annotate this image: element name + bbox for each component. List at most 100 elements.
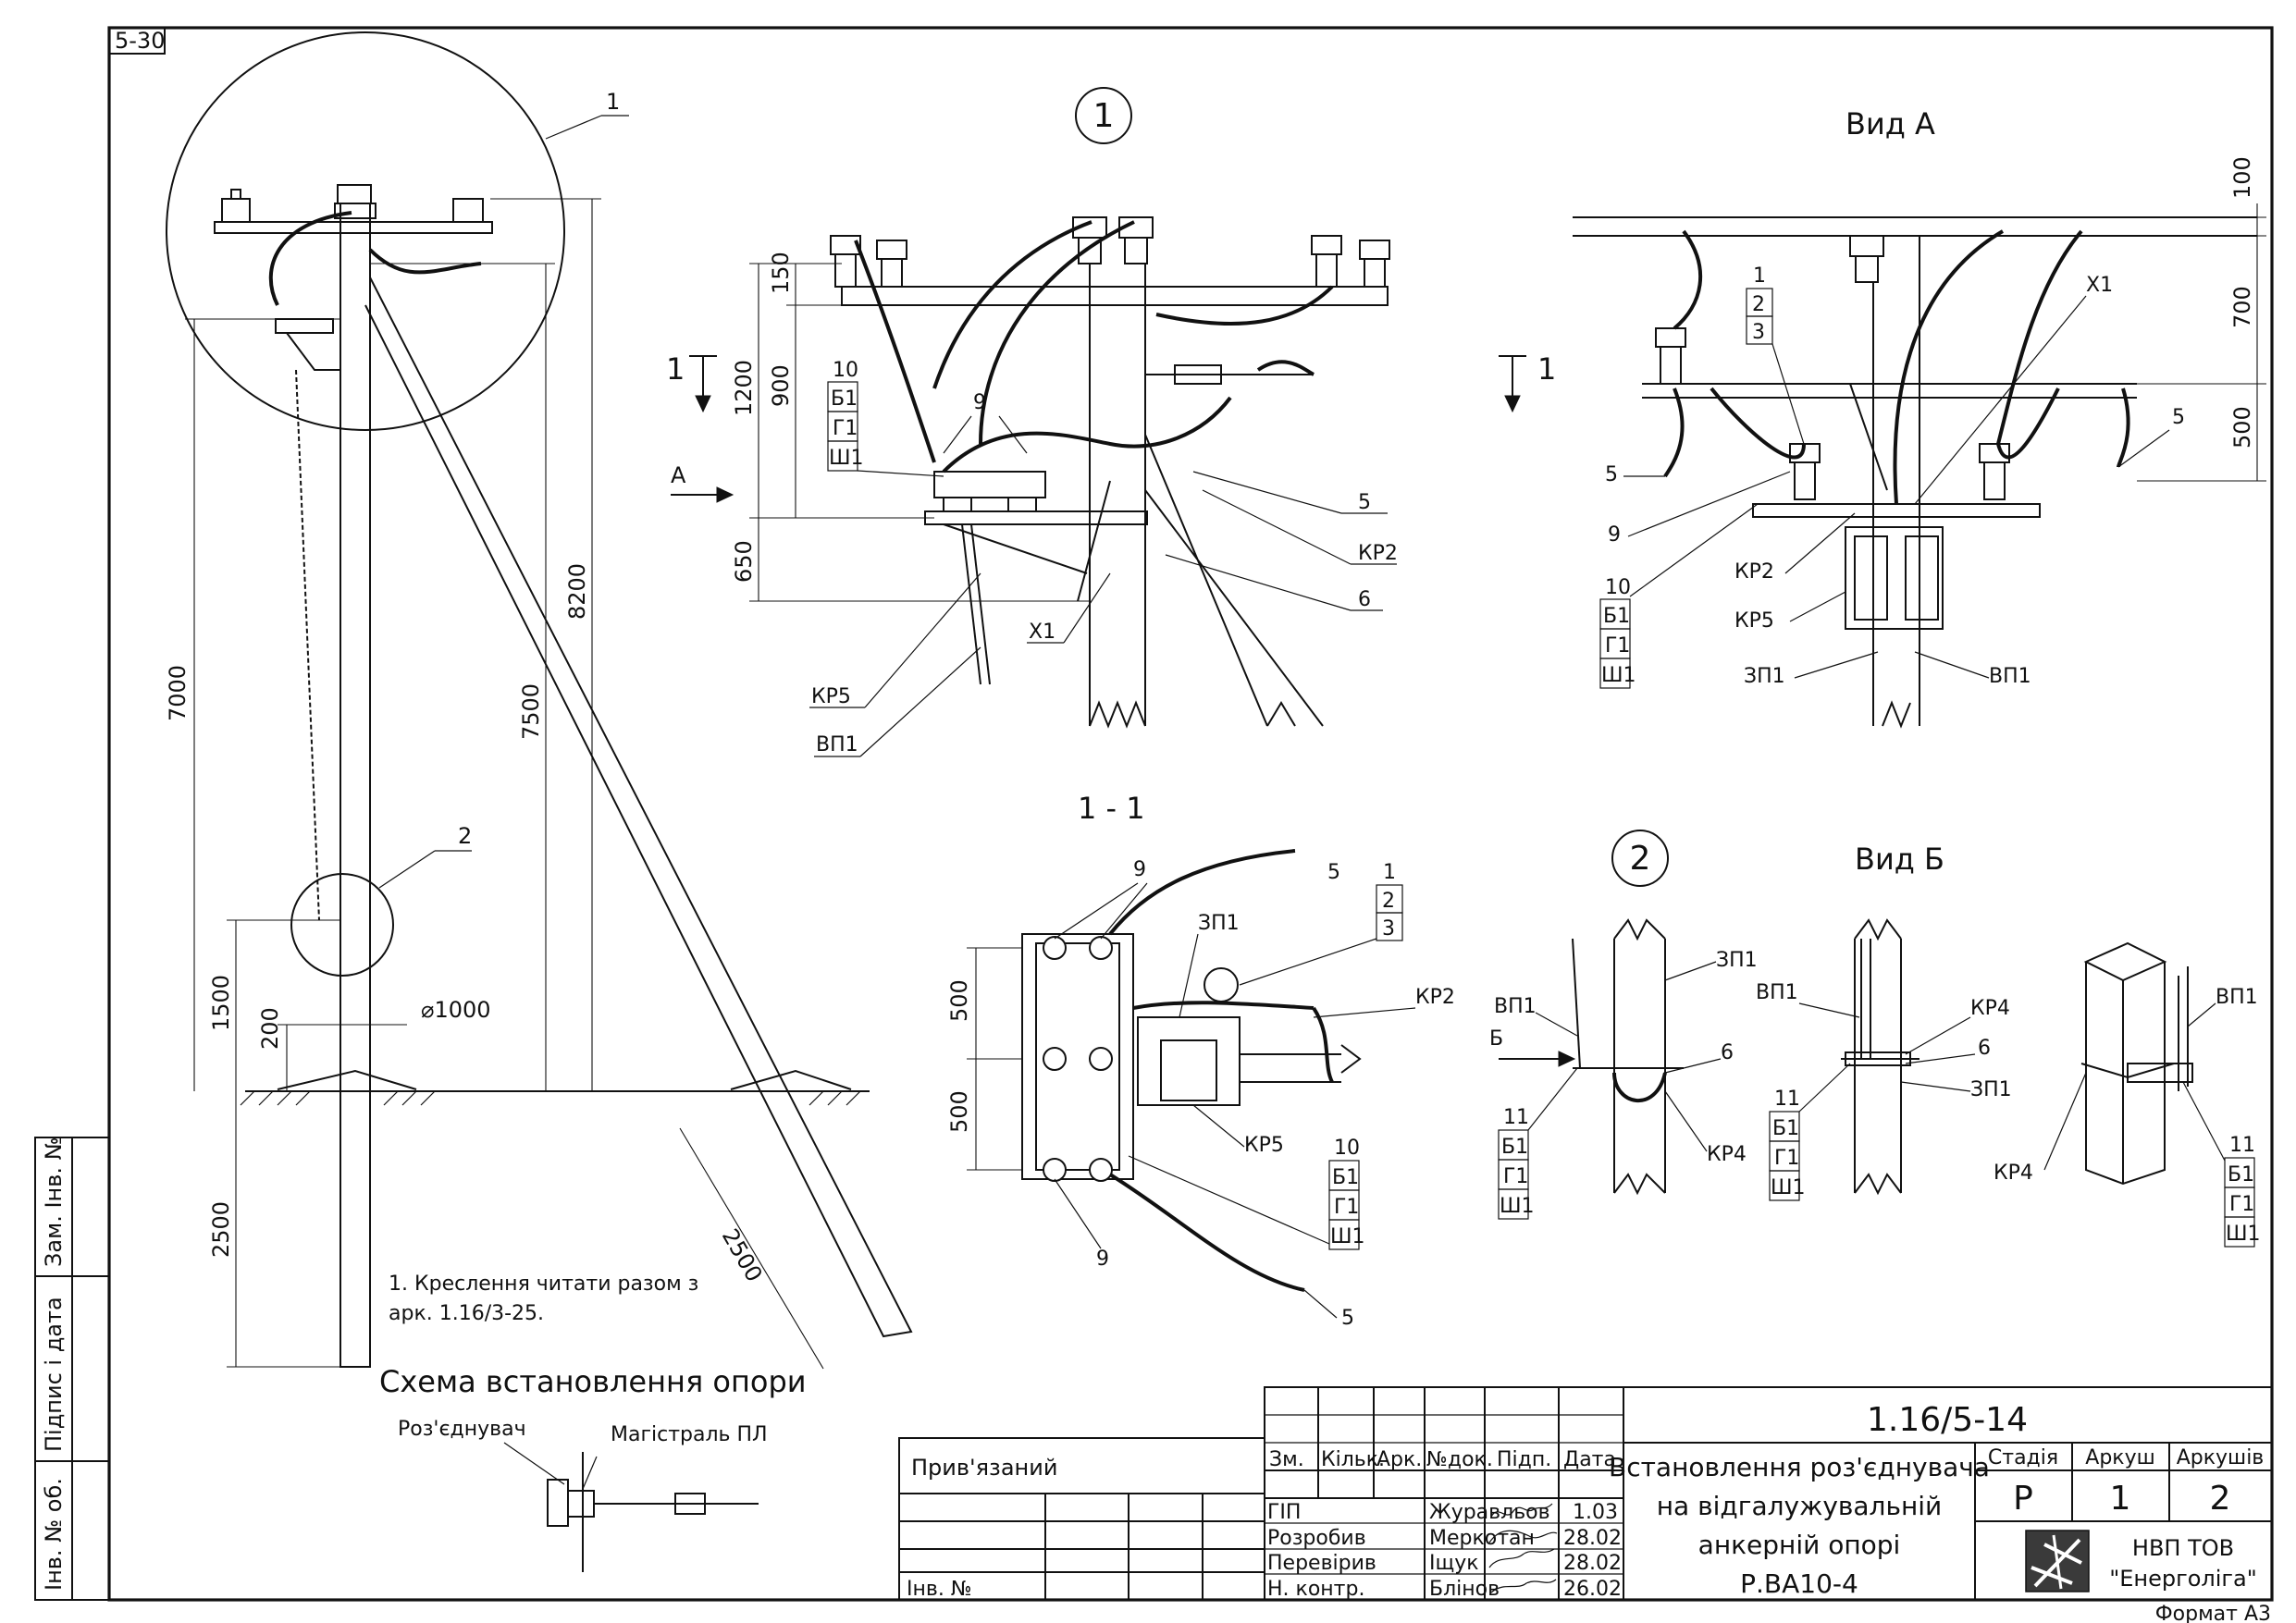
scheme-label-disconnector: Роз'єднувач: [398, 1418, 526, 1441]
callout-2-overview: 2: [458, 823, 472, 849]
va-callout-kr5: КР5: [1734, 609, 1774, 633]
vb-callout-g1: Г1: [1774, 1147, 1799, 1170]
iso-callout-kr4: КР4: [1994, 1162, 2033, 1185]
dim-va-500: 500: [2229, 406, 2255, 449]
header-kilk: Кільк.: [1321, 1448, 1385, 1471]
va-callout-x1: Х1: [2086, 274, 2113, 297]
d2-callout-sh1: Ш1: [1500, 1195, 1535, 1218]
v1-callout-x1: Х1: [1029, 621, 1055, 644]
s-callout-9-bottom: 9: [1096, 1248, 1109, 1271]
va-callout-3: 3: [1752, 321, 1765, 344]
va-callout-9: 9: [1608, 523, 1621, 547]
stage-value: Р: [2013, 1480, 2033, 1518]
side-sign-label: Підпис і дата: [41, 1297, 67, 1452]
vb-callout-11: 11: [1774, 1088, 1800, 1111]
dim-va-100: 100: [2229, 156, 2255, 199]
va-callout-g1: Г1: [1605, 634, 1630, 658]
s-callout-9-top: 9: [1133, 858, 1146, 881]
signatures: [1488, 1503, 1558, 1593]
row1-date: 1.03: [1573, 1501, 1618, 1524]
title-line-3: анкерній опорі: [1698, 1530, 1901, 1560]
s-callout-kr2: КР2: [1415, 986, 1455, 1009]
side-repl-label: Зам. Інв. №: [41, 1137, 67, 1267]
side-stamp: Інв. № об. Підпис і дата Зам. Інв. №: [34, 1137, 110, 1601]
d2-callout-zp1: ЗП1: [1716, 949, 1758, 972]
row3-name: Іщук: [1429, 1552, 1479, 1575]
header-ndok: №док.: [1426, 1448, 1493, 1471]
header-zm: Зм.: [1269, 1448, 1304, 1471]
title-block: Прив'язаний Інв. № Зм. Кільк. Арк. №док.…: [898, 1386, 2273, 1601]
v1-callout-b1: Б1: [831, 387, 858, 411]
row4-name: Блінов: [1429, 1578, 1500, 1601]
dim-2500-strut: 2500: [717, 1224, 768, 1286]
dim-7500: 7500: [518, 683, 544, 740]
main-pole: [339, 203, 371, 1368]
v1-callout-vp1: ВП1: [816, 733, 858, 756]
installation-scheme: Схема встановлення опори Роз'єднувач Маг…: [379, 1364, 807, 1572]
view-a: Вид А 100 700 500: [1499, 106, 2266, 729]
va-callout-vp1: ВП1: [1989, 665, 2031, 688]
va-callout-5-right: 5: [2172, 406, 2185, 429]
v1-callout-kr2: КР2: [1358, 542, 1398, 565]
section-title: 1 - 1: [1078, 791, 1145, 826]
d2-callout-kr4: КР4: [1707, 1143, 1747, 1166]
row1-name: Журавльов: [1429, 1501, 1550, 1524]
scheme-title: Схема встановлення опори: [379, 1364, 807, 1399]
dim-8200: 8200: [564, 563, 590, 620]
dim-va-700: 700: [2229, 286, 2255, 328]
view-b-title: Вид Б: [1855, 842, 1944, 877]
dim-1500: 1500: [208, 975, 234, 1031]
attached-label: Прив'язаний: [911, 1455, 1057, 1481]
title-line-4: Р.ВА10-4: [1740, 1568, 1858, 1599]
detail-circle-2: [290, 873, 394, 977]
d2-callout-vp1: ВП1: [1494, 995, 1537, 1018]
dim-s-500a: 500: [946, 979, 972, 1022]
row4-date: 26.02: [1563, 1578, 1622, 1601]
note-line-2: арк. 1.16/3-25.: [389, 1302, 544, 1325]
d2-callout-b1: Б1: [1501, 1136, 1528, 1159]
va-callout-1: 1: [1753, 264, 1766, 288]
s-callout-b1: Б1: [1332, 1166, 1359, 1189]
sheet-value: 1: [2110, 1480, 2131, 1518]
sheets-label: Аркушів: [2177, 1446, 2265, 1469]
dim-diameter: ⌀1000: [421, 997, 491, 1023]
company-logo: [2025, 1530, 2090, 1592]
va-callout-sh1: Ш1: [1601, 664, 1636, 687]
va-callout-10: 10: [1605, 576, 1631, 599]
iso-callout-vp1: ВП1: [2216, 986, 2258, 1009]
v1-callout-g1: Г1: [833, 417, 858, 440]
header-pidp: Підп.: [1497, 1448, 1551, 1471]
vb-callout-vp1: ВП1: [1756, 981, 1798, 1004]
vb-callout-b1: Б1: [1772, 1117, 1799, 1140]
s-callout-10: 10: [1334, 1137, 1360, 1160]
view-a-title: Вид А: [1845, 106, 1935, 141]
scheme-label-mainline: Магістраль ПЛ: [611, 1423, 768, 1446]
view2-marker: 2: [1630, 840, 1651, 878]
v1-callout-5: 5: [1358, 491, 1371, 514]
va-callout-zp1: ЗП1: [1744, 665, 1785, 688]
header-ark: Арк.: [1376, 1448, 1422, 1471]
section-arrow-label-left: 1: [666, 351, 685, 387]
s-callout-kr5: КР5: [1244, 1134, 1284, 1157]
v1-callout-6: 6: [1358, 588, 1371, 611]
view1-marker: 1: [1093, 97, 1115, 135]
stage-label: Стадія: [1988, 1446, 2058, 1469]
view2-marker-circle: [1611, 830, 1669, 887]
s-callout-2: 2: [1382, 890, 1395, 913]
dim-v1-1200: 1200: [731, 360, 757, 416]
view1-marker-circle: [1075, 87, 1132, 144]
v1-callout-sh1: Ш1: [829, 447, 864, 470]
vb-callout-sh1: Ш1: [1771, 1176, 1806, 1199]
iso-callout-b1: Б1: [2228, 1163, 2254, 1187]
header-data: Дата: [1563, 1448, 1616, 1471]
side-inv-label: Інв. № об.: [41, 1478, 67, 1591]
detail-circle-1: [166, 31, 565, 431]
sheet-label: Аркуш: [2085, 1446, 2154, 1469]
callout-1-overview: 1: [606, 89, 620, 115]
vb-callout-kr4: КР4: [1970, 997, 2010, 1020]
row3-date: 28.02: [1563, 1552, 1622, 1575]
row3-role: Перевірив: [1267, 1552, 1376, 1575]
sheet-code: 5-30: [115, 28, 165, 54]
iso-callout-g1: Г1: [2229, 1193, 2254, 1216]
